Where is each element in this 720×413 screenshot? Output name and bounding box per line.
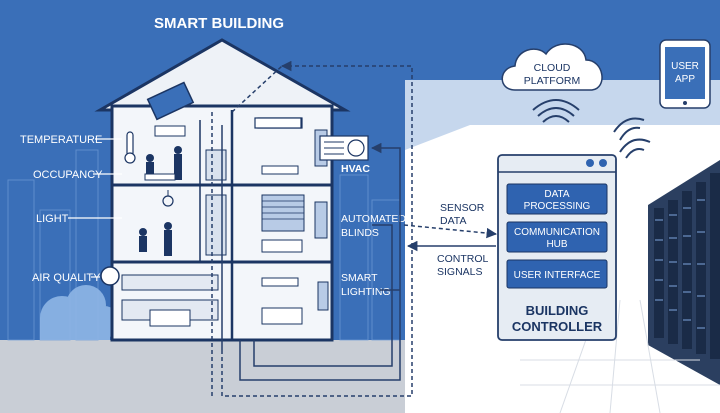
connection-lines [211,60,498,397]
flow-label-control-line1: CONTROL [437,253,488,265]
server-racks [648,160,720,385]
flow-label-sensor-line1: SENSOR [440,202,485,214]
device-label-lighting-line1: SMART [341,272,378,284]
sensor-label-occupancy: OCCUPANCY [33,169,103,181]
device-label-blinds-line2: BLINDS [341,227,379,239]
cloud-label-line2: PLATFORM [524,75,580,87]
device-label-blinds-line1: AUTOMATED [341,213,406,225]
device-label-lighting-line2: LIGHTING [341,286,391,298]
flow-label-sensor-line2: DATA [440,215,466,227]
ground [0,340,405,413]
user-app-tablet[interactable]: USER APP [659,39,711,109]
page-title: SMART BUILDING [154,15,284,32]
ceiling-shade [405,80,720,150]
module-data-processing [506,183,608,215]
device-label-hvac: HVAC [341,163,370,175]
thermometer-icon [124,131,136,164]
module-label-data-processing-line1: DATA [544,189,570,200]
cloud-label-line1: CLOUD [534,62,571,74]
module-communication-hub [506,221,608,253]
controller-title-line1: BUILDING [526,303,589,318]
sensor-label-air-quality: AIR QUALITY [32,272,101,284]
user-app-label-line2: APP [675,74,695,85]
sensor-label-light: LIGHT [36,213,69,225]
hvac-unit-icon [319,135,369,161]
module-label-communication-hub-line2: HUB [546,239,567,250]
module-label-user-interface: USER INTERFACE [514,270,601,281]
module-user-interface [506,259,608,289]
module-label-data-processing-line2: PROCESSING [524,201,591,212]
wifi-icon [532,99,651,159]
cloud-platform: CLOUD PLATFORM [501,43,603,91]
flow-label-control-line2: SIGNALS [437,266,483,278]
ac-unit-icon [254,117,302,129]
sensor-label-temperature: TEMPERATURE [20,134,102,146]
user-app-label-line1: USER [671,61,699,72]
module-label-communication-hub-line1: COMMUNICATION [514,227,600,238]
building-controller: DATA PROCESSING COMMUNICATION HUB USER I… [497,154,617,341]
controller-title-line2: CONTROLLER [512,319,603,334]
